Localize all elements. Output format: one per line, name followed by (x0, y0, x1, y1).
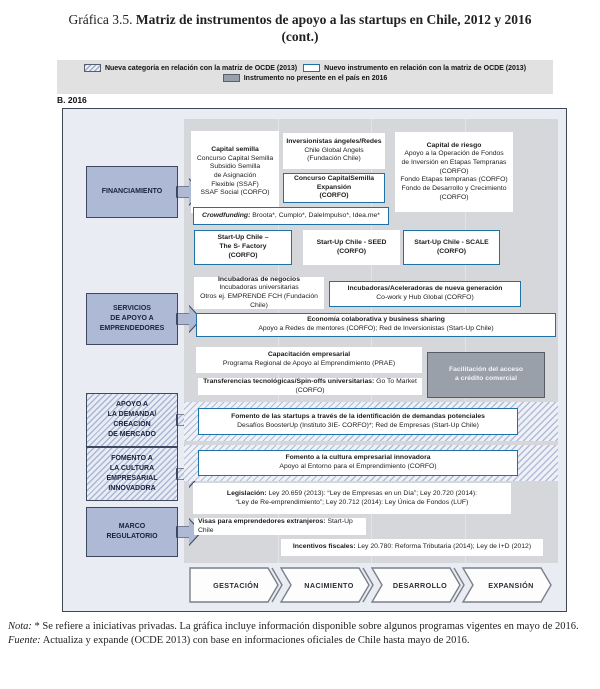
nota-text: * Se refiere a iniciativas privadas. La … (31, 621, 579, 632)
box-startup-chile-scale: Start-Up Chile - SCALE (CORFO) (403, 230, 500, 265)
chevron-nacimiento (279, 567, 370, 603)
figure-title-prefix: Gráfica 3.5. (68, 12, 136, 27)
nota-line: Nota: * Se refiere a iniciativas privada… (8, 620, 592, 634)
fuente-line: Fuente: Actualiza y expande (OCDE 2013) … (8, 634, 592, 648)
fuente-text: Actualiza y expande (OCDE 2013) con base… (40, 634, 470, 646)
stage-label-nacimiento: NACIMIENTO (304, 581, 353, 590)
stage-label-desarrollo: DESARROLLO (393, 581, 447, 590)
legend-item-not-present: Instrumento no presente en el país en 20… (222, 74, 388, 82)
figure-title-main: Matriz de instrumentos de apoyo a las st… (135, 12, 532, 27)
stage-chevrons: GESTACIÓN NACIMIENTO DESARROLLO EXPANSIÓ… (189, 567, 554, 603)
box-startup-chile-sfactory: Start-Up Chile – The S- Factory (CORFO) (194, 230, 292, 265)
box-legislacion: Legislación: Ley 20.659 (2013): “Ley de … (193, 483, 511, 514)
box-capital-semilla: Capital semilla Concurso Capital Semilla… (191, 131, 279, 213)
category-fomento-cultura: FOMENTO A LA CULTURA EMPRESARIAL INNOVAD… (86, 447, 178, 501)
box-visas-emprendedores: Visas para emprendedores extranjeros: St… (194, 518, 366, 535)
panel-label: B. 2016 (57, 95, 87, 105)
chevron-divider-icon (362, 567, 374, 603)
gray-swatch-icon (222, 74, 240, 82)
stage-label-gestacion: GESTACIÓN (213, 581, 259, 590)
diagram-frame: FINANCIAMIENTO SERVICIOS DE APOYO A EMPR… (62, 108, 567, 612)
box-concurso-capitalsemilla-expansion: Concurso CapitalSemilla Expansión (CORFO… (283, 173, 385, 203)
chevron-expansion (461, 567, 552, 603)
outlined-swatch-icon (303, 64, 321, 72)
box-crowdfunding: Crowdfunding: Broota*, Cumplo*, DaleImpu… (193, 207, 389, 225)
box-inversionistas-angeles: Inversionistas ángeles/Redes Chile Globa… (283, 133, 385, 169)
chevron-divider-icon (453, 567, 465, 603)
legend-label: Nuevo instrumento en relación con la mat… (324, 64, 527, 72)
column-divider (464, 119, 466, 563)
hatched-swatch-icon (83, 64, 101, 72)
box-fomento-cultura-innovadora: Fomento a la cultura empresarial innovad… (198, 450, 518, 476)
category-apoyo-demanda: APOYO A LA DEMANDA/ CREACIÓN DE MERCADO (86, 393, 178, 447)
box-incentivos-fiscales: Incentivos fiscales: Ley 20.780: Reforma… (281, 539, 543, 556)
footer-notes: Nota: * Se refiere a iniciativas privada… (8, 620, 592, 647)
figure-title: Gráfica 3.5. Matriz de instrumentos de a… (0, 12, 600, 46)
fuente-label: Fuente: (8, 634, 41, 646)
box-fomento-startups-demandas: Fomento de las startups a través de la i… (198, 408, 518, 435)
legend-label: Nueva categoría en relación con la matri… (104, 64, 298, 72)
legend: Nueva categoría en relación con la matri… (57, 60, 553, 94)
legend-label: Instrumento no presente en el país en 20… (243, 74, 388, 82)
column-divider (371, 119, 372, 563)
nota-label: Nota: (8, 621, 32, 632)
box-economia-colaborativa: Economía colaborativa y business sharing… (196, 313, 556, 337)
figure-title-cont: (cont.) (281, 28, 319, 44)
legend-item-new-instrument: Nuevo instrumento en relación con la mat… (303, 64, 526, 72)
category-servicios: SERVICIOS DE APOYO A EMPRENDEDORES (86, 293, 178, 345)
box-facilitacion-credito: Facilitación del acceso a crédito comerc… (427, 352, 545, 398)
stage-label-expansion: EXPANSIÓN (488, 581, 533, 590)
box-incubadoras-negocios: Incubadoras de negocios Incubadoras univ… (194, 276, 324, 309)
category-marco-regulatorio: MARCO REGULATORIO (86, 507, 178, 557)
box-aceleradoras-nueva-generacion: Incubadoras/Aceleradoras de nueva genera… (329, 281, 521, 307)
chevron-desarrollo (370, 567, 461, 603)
box-capital-de-riesgo: Capital de riesgo Apoyo a la Operación d… (395, 132, 513, 212)
chevron-divider-icon (271, 567, 283, 603)
box-startup-chile-seed: Start-Up Chile - SEED (CORFO) (303, 230, 400, 265)
box-transferencias-tecnologicas: Transferencias tecnológicas/Spin-offs un… (198, 378, 422, 395)
box-capacitacion-empresarial: Capacitación empresarial Programa Region… (196, 347, 422, 373)
chevron-gestacion (189, 567, 279, 603)
legend-item-new-category: Nueva categoría en relación con la matri… (83, 64, 298, 72)
column-divider (277, 119, 279, 563)
category-financiamiento: FINANCIAMIENTO (86, 166, 178, 218)
